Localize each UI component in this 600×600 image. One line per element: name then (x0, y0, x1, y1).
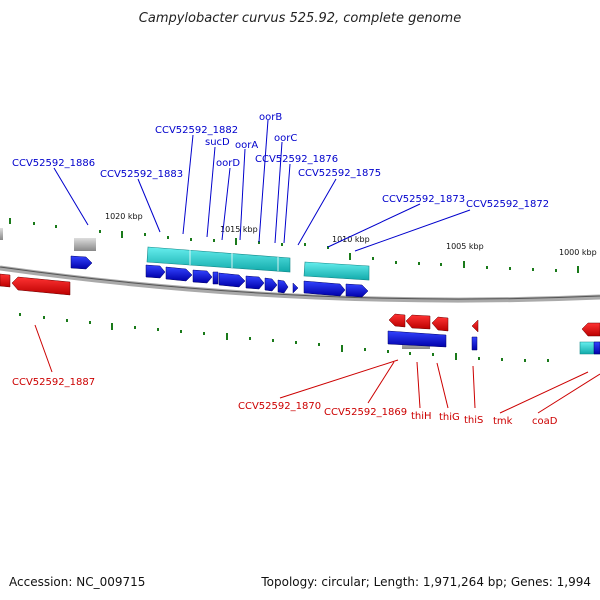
reverse-leader-lines (34, 324, 600, 414)
gene-label-ccv52592-1882[interactable]: CCV52592_1882 (155, 125, 238, 136)
forward-gene-arrow[interactable] (212, 271, 219, 285)
map-title: Campylobacter curvus 525.92, complete ge… (139, 11, 461, 26)
gene-label-ccv52592-1875[interactable]: CCV52592_1875 (298, 168, 381, 179)
reverse-gene-arrow[interactable] (405, 314, 431, 330)
gene-label-oorb[interactable]: oorB (259, 112, 282, 123)
reverse-gene-arrow[interactable] (581, 322, 600, 337)
scale-label-1015: 1015 kbp (220, 225, 258, 234)
gene-label-thih[interactable]: thiH (411, 411, 432, 422)
forward-gene-arrow[interactable] (218, 272, 246, 288)
gene-label-thig[interactable]: thiG (439, 412, 460, 423)
forward-gene-arrow[interactable] (471, 336, 478, 351)
forward-gene-track (70, 255, 600, 355)
gene-label-sucd[interactable]: sucD (205, 137, 230, 148)
grey-feature[interactable] (0, 228, 3, 240)
forward-leader-lines (53, 119, 471, 252)
forward-gene-arrow[interactable] (145, 264, 166, 279)
reverse-gene-track (0, 273, 600, 337)
gene-label-oorc[interactable]: oorC (274, 133, 297, 144)
reverse-gene-arrow[interactable] (0, 273, 11, 288)
forward-gene-arrow[interactable] (387, 330, 447, 348)
reverse-gene-arrow[interactable] (11, 276, 71, 296)
gene-label-ccv52592-1886[interactable]: CCV52592_1886 (12, 158, 95, 169)
accession-text: Accession: NC_009715 (9, 575, 145, 589)
forward-gene-arrow[interactable] (303, 280, 346, 297)
forward-gene-arrow[interactable] (245, 275, 265, 290)
reverse-gene-arrow[interactable] (471, 319, 479, 333)
genome-backbone (0, 265, 600, 303)
forward-gene-arrow[interactable] (277, 279, 289, 294)
gene-label-ccv52592-1883[interactable]: CCV52592_1883 (100, 169, 183, 180)
inner-tick-ring (19, 313, 549, 362)
gene-label-ccv52592-1870[interactable]: CCV52592_1870 (238, 401, 321, 412)
gene-label-coad[interactable]: coaD (532, 416, 558, 427)
forward-gene-arrow[interactable] (593, 341, 600, 355)
gene-label-this[interactable]: thiS (464, 415, 483, 426)
forward-gene-arrow[interactable] (264, 277, 278, 292)
scale-label-1005: 1005 kbp (446, 242, 484, 251)
gene-label-ccv52592-1873[interactable]: CCV52592_1873 (382, 194, 465, 205)
scale-label-1000: 1000 kbp (559, 248, 597, 257)
genome-summary-text: Topology: circular; Length: 1,971,264 bp… (260, 575, 591, 589)
scale-label-1020: 1020 kbp (105, 212, 143, 221)
gene-label-oora[interactable]: oorA (235, 140, 258, 151)
gene-label-ccv52592-1872[interactable]: CCV52592_1872 (466, 199, 549, 210)
gene-label-ccv52592-1876[interactable]: CCV52592_1876 (255, 154, 338, 165)
forward-gene-arrow[interactable] (70, 255, 93, 270)
cyan-feature[interactable] (303, 261, 370, 281)
forward-gene-arrow[interactable] (292, 282, 299, 294)
scale-label-1010: 1010 kbp (332, 235, 370, 244)
gene-label-ccv52592-1887[interactable]: CCV52592_1887 (12, 377, 95, 388)
forward-gene-arrow[interactable] (345, 283, 369, 298)
gene-label-oord[interactable]: oorD (216, 158, 240, 169)
forward-gene-arrow[interactable] (165, 266, 193, 282)
forward-gene-arrow[interactable] (192, 269, 213, 284)
grey-feature[interactable] (74, 238, 96, 251)
gene-label-ccv52592-1869[interactable]: CCV52592_1869 (324, 407, 407, 418)
cyan-feature[interactable] (146, 246, 291, 273)
gene-label-tmk[interactable]: tmk (493, 416, 513, 427)
reverse-gene-arrow[interactable] (431, 316, 449, 332)
reverse-gene-arrow[interactable] (388, 313, 406, 328)
